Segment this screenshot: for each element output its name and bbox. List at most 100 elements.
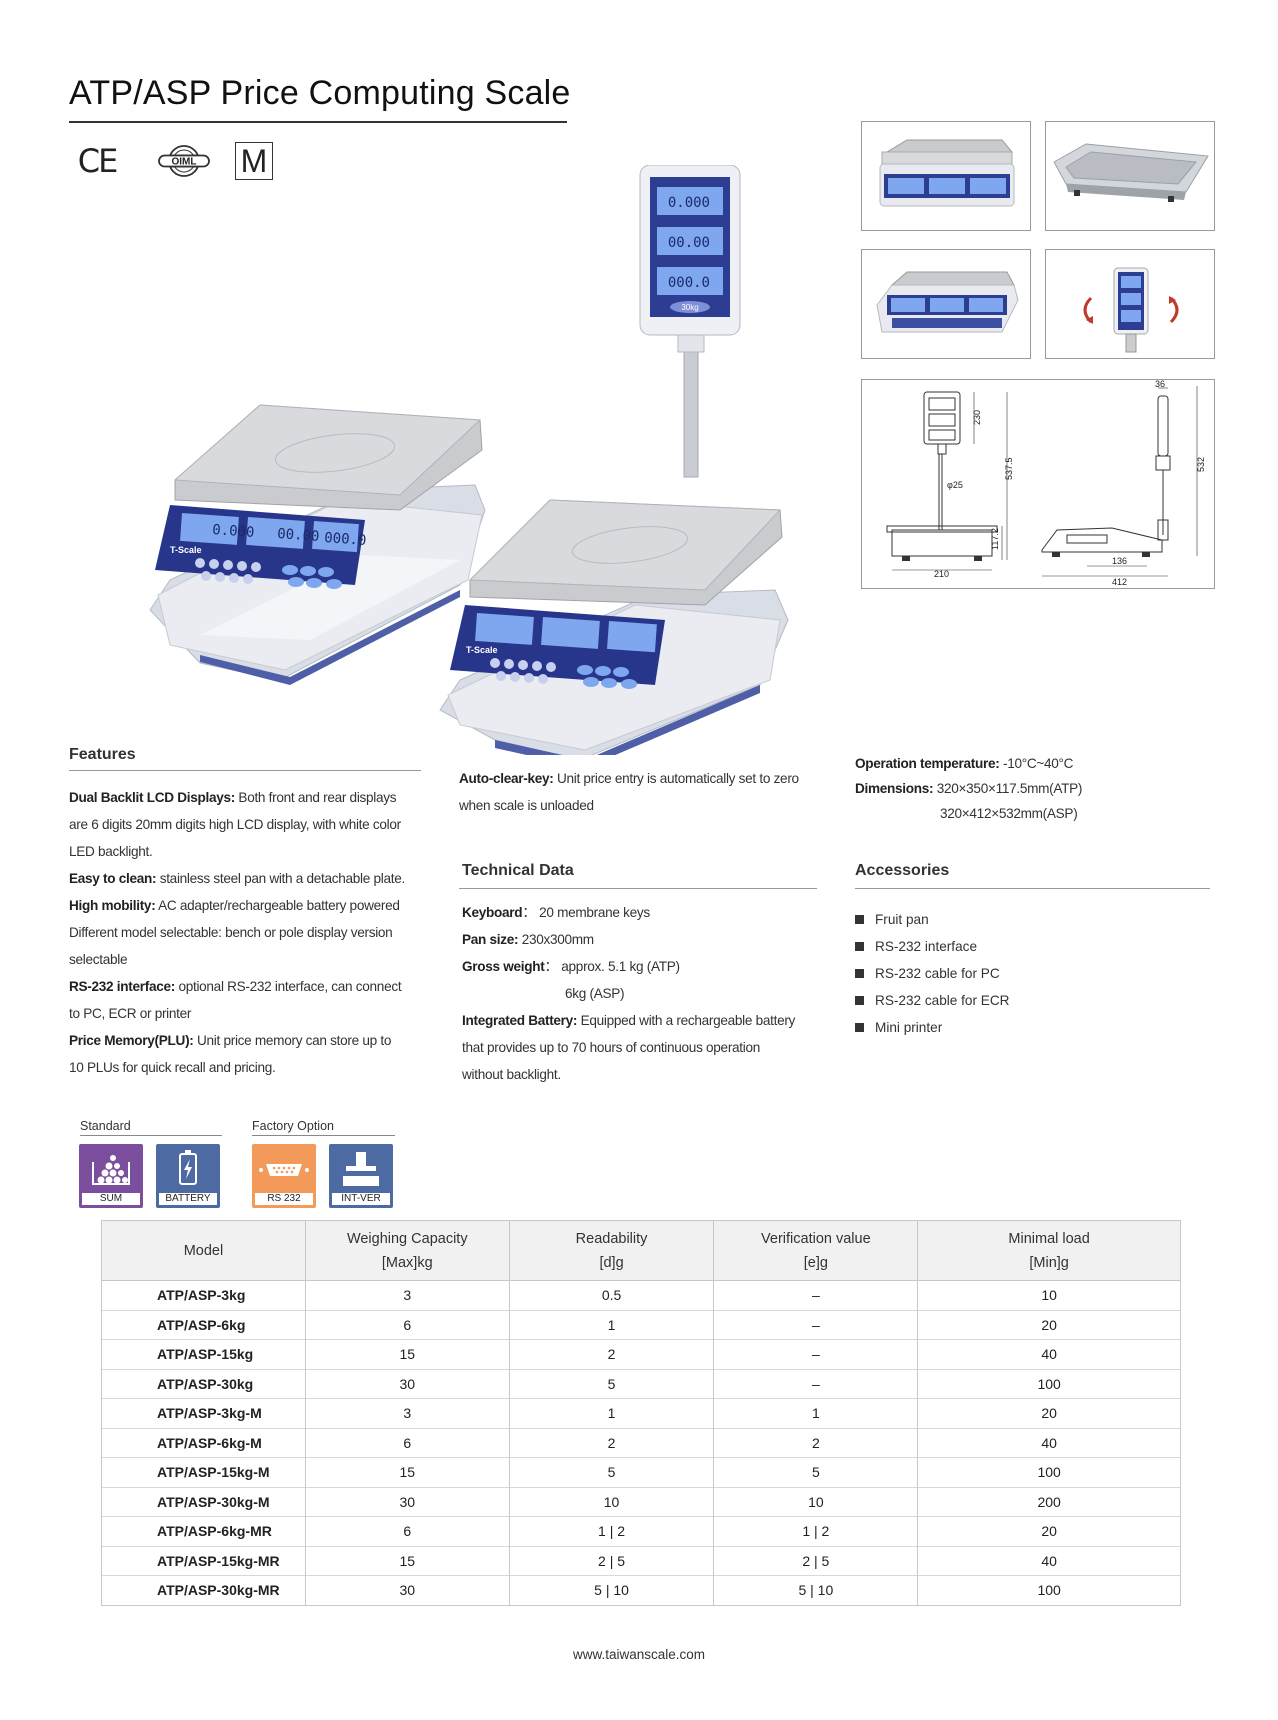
table-cell: 40 — [917, 1339, 1181, 1369]
table-cell: 2 — [508, 1339, 715, 1369]
page-title: ATP/ASP Price Computing Scale — [69, 74, 571, 112]
svg-text:0.000: 0.000 — [212, 522, 255, 541]
oiml-logo-icon: OIML — [156, 143, 212, 179]
table-cell: 3 — [304, 1398, 510, 1428]
accessory-item: Mini printer — [855, 1014, 1215, 1041]
table-cell: 15 — [304, 1545, 510, 1576]
feature-text-continued: are 6 digits 20mm digits high LCD displa… — [69, 817, 401, 832]
rs232-port-icon — [259, 1164, 309, 1176]
factory-option-label: Factory Option — [252, 1119, 334, 1133]
brand-label: T-Scale — [170, 545, 202, 555]
thumbnail-bench-scale-angle[interactable] — [861, 249, 1031, 359]
title-underline — [69, 121, 567, 123]
thumbnail-bench-scale-front[interactable] — [861, 121, 1031, 231]
thumbnail-fruit-pan[interactable] — [1045, 121, 1215, 231]
column-header-title: Weighing Capacity — [346, 1230, 468, 1247]
column-header-title: Minimal load — [1008, 1230, 1090, 1247]
table-cell: 30 — [304, 1486, 510, 1517]
accessory-label: Fruit pan — [875, 912, 929, 927]
feature-label: Easy to clean: — [69, 871, 157, 886]
temperature-label: Operation temperature: — [855, 756, 1000, 771]
table-cell: 2 — [713, 1427, 919, 1458]
column-header-unit: [e]g — [803, 1254, 828, 1271]
battery-icon — [179, 1150, 197, 1185]
table-cell: – — [713, 1339, 919, 1369]
model-cell: ATP/ASP-6kg-MR — [101, 1516, 306, 1546]
column-header-unit: [d]g — [599, 1254, 624, 1271]
table-cell: 2 | 5 — [508, 1545, 715, 1576]
gross-weight-value-asp: 6kg (ASP) — [565, 986, 625, 1001]
dimension-label: 210 — [934, 569, 949, 579]
table-cell: 40 — [917, 1427, 1181, 1458]
battery-badge: BATTERY — [156, 1144, 220, 1208]
feature-text: Unit price memory can store up to — [193, 1033, 392, 1048]
oiml-label: OIML — [172, 157, 197, 168]
feature-item: Easy to clean: stainless steel pan with … — [69, 865, 429, 892]
int-ver-caption: INT-VER — [332, 1193, 390, 1205]
feature-label: Price Memory(PLU): — [69, 1033, 194, 1048]
features-list: Dual Backlit LCD Displays: Both front an… — [69, 784, 429, 1081]
lcd-readout: 000.0 — [668, 275, 710, 291]
feature-text: stainless steel pan with a detachable pl… — [156, 871, 406, 886]
table-cell: 1 — [508, 1309, 715, 1340]
svg-text:00.00: 00.00 — [277, 526, 320, 545]
model-cell: ATP/ASP-3kg-M — [101, 1398, 306, 1428]
accessory-item: RS-232 cable for ECR — [855, 987, 1215, 1014]
auto-clear-note: Auto-clear-key: Unit price entry is auto… — [459, 765, 819, 819]
accessory-label: RS-232 cable for ECR — [875, 993, 1010, 1008]
table-cell: 5 — [713, 1457, 919, 1487]
column-header: Minimal load[Min]g — [917, 1220, 1181, 1281]
keyboard-label: Keyboard — [462, 905, 523, 920]
gross-weight-value-atp: ： approx. 5.1 kg (ATP) — [544, 959, 680, 974]
table-cell: 40 — [917, 1545, 1181, 1576]
table-cell: 10 — [917, 1280, 1181, 1310]
column-header: Weighing Capacity[Max]kg — [304, 1220, 510, 1281]
accessory-item: RS-232 interface — [855, 933, 1215, 960]
internal-verification-icon — [343, 1152, 379, 1186]
dimension-label: 230 — [972, 410, 982, 425]
column-header: Verification value[e]g — [713, 1220, 919, 1281]
pan-size-label: Pan size: — [462, 932, 519, 947]
table-cell: 200 — [917, 1486, 1181, 1517]
table-cell: 6 — [304, 1427, 510, 1458]
footer-url-link[interactable]: www.taiwanscale.com — [572, 1647, 706, 1662]
table-cell: – — [713, 1309, 919, 1340]
feature-label: RS-232 interface: — [69, 979, 175, 994]
feature-item: RS-232 interface: optional RS-232 interf… — [69, 973, 429, 1000]
lcd-readout: 0.000 — [668, 195, 710, 211]
feature-text-continued: Different model selectable: bench or pol… — [69, 925, 393, 940]
square-bullet-icon — [855, 942, 864, 951]
auto-clear-text-2: when scale is unloaded — [459, 798, 594, 813]
gross-weight-label: Gross weight — [462, 959, 545, 974]
pan-size-value: 230x300mm — [518, 932, 594, 947]
dimensions-value-asp: 320×412×532mm(ASP) — [940, 806, 1078, 821]
thumbnail-rotating-pole-display[interactable] — [1045, 249, 1215, 359]
table-cell: 2 — [508, 1427, 715, 1458]
feature-text: AC adapter/rechargeable battery powered — [155, 898, 400, 913]
table-cell: 20 — [917, 1398, 1181, 1428]
table-cell: – — [713, 1280, 919, 1310]
table-cell: 10 — [713, 1486, 919, 1517]
table-cell: 1 | 2 — [508, 1516, 715, 1546]
svg-text:000.0: 000.0 — [324, 530, 367, 549]
table-cell: 1 — [508, 1398, 715, 1428]
dimension-drawing: 230 537.5 117.2 φ25 210 36 532 136 412 — [861, 379, 1215, 589]
dimension-label: φ25 — [947, 480, 963, 490]
square-bullet-icon — [855, 1023, 864, 1032]
table-cell: 100 — [917, 1368, 1181, 1399]
dimensions-value-atp: 320×350×117.5mm(ATP) — [933, 781, 1083, 796]
dimension-label: 36 — [1155, 380, 1165, 389]
table-cell: 30 — [304, 1368, 510, 1399]
accessory-label: RS-232 cable for PC — [875, 966, 1000, 981]
feature-text-continued: LED backlight. — [69, 844, 153, 859]
model-cell: ATP/ASP-6kg-M — [101, 1427, 306, 1458]
table-cell: 1 | 2 — [713, 1516, 919, 1546]
